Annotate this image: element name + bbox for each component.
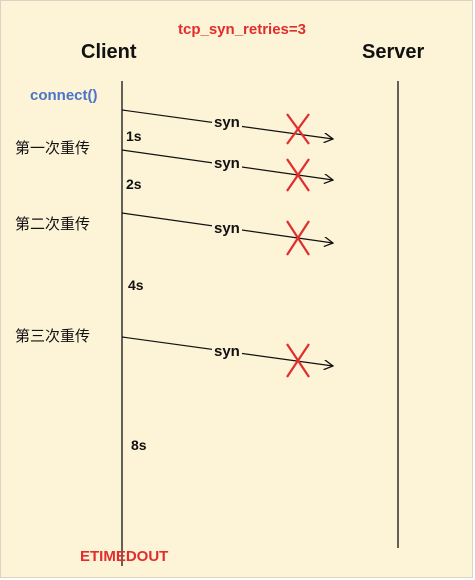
- syn-label: syn: [212, 114, 242, 131]
- interval-label: 1s: [126, 128, 142, 144]
- lost-packet-icon: [286, 158, 310, 192]
- interval-label: 2s: [126, 176, 142, 192]
- retransmission-label: 第三次重传: [15, 327, 91, 345]
- timeout-label: ETIMEDOUT: [80, 548, 169, 565]
- lost-packet-icon: [286, 113, 310, 145]
- client-header: Client: [81, 41, 137, 63]
- syn-label: syn: [212, 343, 242, 360]
- title-note: tcp_syn_retries=3: [178, 21, 306, 38]
- retransmission-label: 第二次重传: [15, 215, 91, 233]
- interval-label: 4s: [128, 277, 144, 293]
- connect-call-label: connect(): [30, 87, 98, 104]
- server-header: Server: [362, 41, 425, 63]
- lost-packet-icon: [286, 220, 310, 256]
- lost-packet-icon: [286, 343, 310, 378]
- interval-label: 8s: [131, 437, 147, 453]
- syn-label: syn: [212, 155, 242, 172]
- syn-label: syn: [212, 220, 242, 237]
- retransmission-label: 第一次重传: [15, 139, 91, 157]
